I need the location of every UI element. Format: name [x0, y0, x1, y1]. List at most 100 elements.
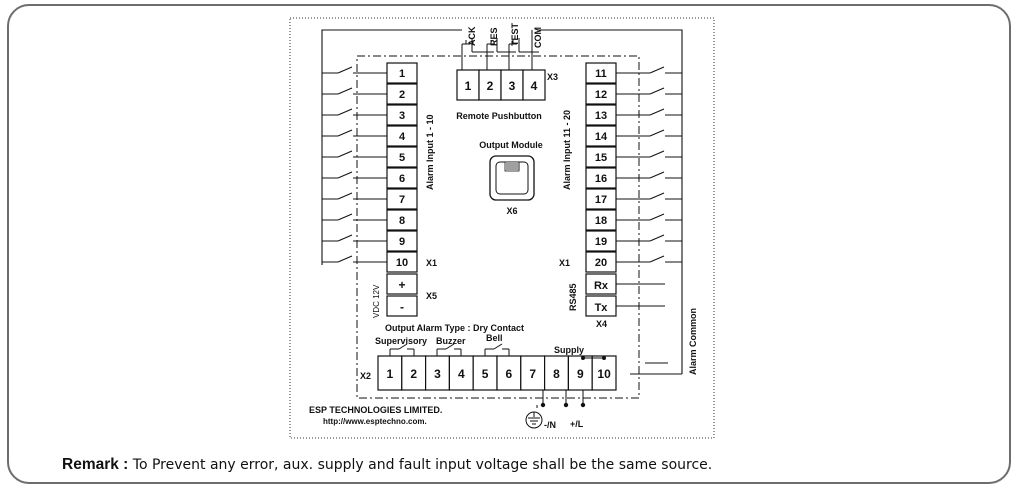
relay-contact-switch	[493, 343, 503, 350]
left-input-terminal	[386, 62, 418, 84]
bottom-terminal	[591, 355, 617, 391]
x4-label: X4	[596, 319, 607, 329]
alarm-input-right-label: Alarm Input 11 - 20	[562, 110, 572, 190]
right-input-switch	[649, 255, 665, 263]
right-input-switch	[649, 171, 665, 179]
bottom-terminal-label: 6	[506, 367, 513, 381]
remark-text: To Prevent any error, aux. supply and fa…	[132, 457, 713, 473]
x3-label: X3	[547, 72, 558, 82]
pushbutton-terminal	[522, 69, 546, 101]
rs485-label: RS485	[568, 283, 578, 311]
right-input-terminal-label: 16	[595, 173, 607, 185]
bottom-terminal-label: 7	[529, 367, 536, 381]
bottom-terminal-label: 10	[597, 367, 611, 381]
bottom-terminal-label: 9	[577, 367, 584, 381]
company-website: http://www.esptechno.com.	[323, 417, 427, 426]
rs485-block: Rx Tx RS485 X4	[568, 273, 665, 329]
left-input-terminal	[386, 188, 418, 210]
relay-contact-switch	[398, 343, 408, 350]
supervisory-label: Supervisory	[375, 336, 427, 346]
right-input-switch	[649, 87, 665, 95]
x6-label: X6	[506, 206, 517, 216]
vdc-minus-label: -	[400, 300, 404, 314]
output-module-block: Output Module X6	[479, 140, 542, 216]
pushbutton-terminal-label: 4	[531, 79, 538, 93]
left-input-switch	[337, 150, 353, 158]
x1-left-label: X1	[426, 258, 437, 268]
left-input-terminal-label: 4	[399, 131, 406, 143]
left-input-terminal-label: 6	[399, 173, 405, 185]
vdc-plus-label: +	[398, 278, 405, 292]
left-input-terminal-label: 10	[396, 257, 408, 269]
left-input-terminal	[386, 251, 418, 273]
left-input-terminal-label: 1	[399, 68, 405, 80]
left-input-terminal	[386, 104, 418, 126]
left-input-switch	[337, 255, 353, 263]
left-input-terminal-label: 9	[399, 236, 405, 248]
vdc-plus-terminal	[386, 273, 418, 295]
diagram-dotted-border	[289, 17, 715, 439]
pushbutton-terminal-label: 2	[487, 79, 494, 93]
right-input-terminal-label: 19	[595, 236, 607, 248]
module-dashdot-border	[356, 55, 640, 399]
right-input-terminal-label: 12	[595, 89, 607, 101]
left-input-switch	[337, 66, 353, 74]
left-input-terminal	[386, 209, 418, 231]
bottom-terminal-label: 5	[482, 367, 489, 381]
left-input-terminal-label: 8	[399, 215, 405, 227]
output-alarm-type-label: Output Alarm Type : Dry Contact	[385, 323, 524, 333]
pushbutton-label: COM	[533, 27, 543, 48]
left-input-terminal	[386, 83, 418, 105]
pushbutton-label: ACK	[467, 26, 477, 46]
remark-note: Remark : To Prevent any error, aux. supp…	[62, 456, 712, 474]
right-input-switch	[649, 129, 665, 137]
left-input-switch	[337, 87, 353, 95]
left-input-switch	[337, 192, 353, 200]
vdc-minus-terminal	[386, 295, 418, 317]
right-input-switch	[649, 234, 665, 242]
rx-label: Rx	[594, 280, 609, 292]
supply-live-label: +/L	[570, 419, 584, 429]
left-input-switch	[337, 213, 353, 221]
company-name: ESP TECHNOLOGIES LIMITED.	[309, 405, 442, 415]
left-input-terminal	[386, 146, 418, 168]
bottom-terminal-label: 2	[410, 367, 417, 381]
left-input-switch	[337, 108, 353, 116]
right-input-terminal-label: 13	[595, 110, 607, 122]
left-input-switch	[337, 129, 353, 137]
right-input-terminal-label: 20	[595, 257, 607, 269]
right-input-switch	[649, 213, 665, 221]
right-input-switch	[649, 108, 665, 116]
vdc-label: VDC 12V	[372, 284, 381, 318]
right-common-frame	[537, 29, 683, 374]
buzzer-label: Buzzer	[436, 336, 466, 346]
supply-label: Supply	[554, 345, 584, 355]
pushbutton-label: TEST	[510, 22, 520, 46]
left-bus-frame	[321, 29, 462, 265]
right-input-switch	[649, 192, 665, 200]
relay-contact-switch	[445, 343, 455, 350]
left-input-terminal-label: 3	[399, 110, 405, 122]
right-input-terminal-label: 15	[595, 152, 607, 164]
left-input-terminal-label: 5	[399, 152, 405, 164]
x2-label: X2	[360, 371, 371, 381]
left-input-switch	[337, 171, 353, 179]
pushbutton-label: RES	[489, 27, 499, 46]
supply-neutral-label: -/N	[544, 420, 556, 430]
supply-connections	[525, 356, 606, 429]
right-input-terminal-label: 17	[595, 194, 607, 206]
alarm-common-label: Alarm Common	[688, 308, 698, 375]
bottom-terminal-label: 1	[387, 367, 394, 381]
tx-label: Tx	[595, 302, 609, 314]
x5-label: X5	[426, 291, 437, 301]
right-input-switch	[649, 66, 665, 74]
remark-title: Remark :	[62, 456, 129, 473]
right-input-terminal-label: 11	[595, 68, 607, 80]
bottom-terminal-label: 4	[458, 367, 465, 381]
output-module-label: Output Module	[479, 140, 542, 150]
